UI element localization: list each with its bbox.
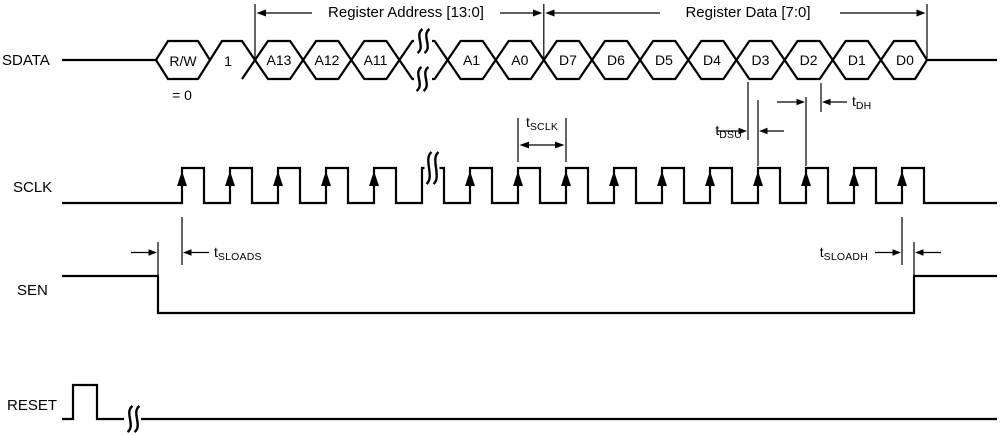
tdh-timing-label: tDH <box>852 93 871 112</box>
arrowhead-left-icon <box>519 141 529 149</box>
annotation-lines <box>131 4 941 277</box>
bus-cell-label-d7: D7 <box>559 52 577 68</box>
sdata-bus-zigzag-a <box>209 39 928 81</box>
rising-edge-arrow-icon <box>273 171 283 186</box>
arrowhead-left-icon <box>759 127 768 135</box>
sdata-bus-zigzag-b <box>241 39 928 81</box>
rising-edge-arrow-icon <box>897 171 907 186</box>
tsloads-measure-lines <box>131 217 209 277</box>
sclk-signal-label: SCLK <box>13 179 53 196</box>
sclk-waveform <box>62 166 997 205</box>
bus-cell-label-a11: A11 <box>363 52 388 68</box>
tdsu-timing-label: tDSU <box>690 122 742 141</box>
sen-signal-label: SEN <box>17 282 48 299</box>
rising-edge-arrow-icon <box>609 171 619 186</box>
bus-cell-label-d4: D4 <box>703 52 721 68</box>
break-gap <box>414 71 432 86</box>
bus-cell-label-a0: A0 <box>511 52 529 68</box>
rising-edge-arrow-icon <box>561 171 571 186</box>
arrowhead-left-icon <box>822 98 831 106</box>
tsloadh-subscript: SLOADH <box>823 251 868 263</box>
tsloads-base: t <box>214 244 218 260</box>
register-address-span-label: Register Address [13:0] <box>328 4 484 21</box>
rising-edge-arrow-icon <box>801 171 811 186</box>
tsclk-base: t <box>525 114 530 130</box>
rising-edge-arrow-icon <box>321 171 331 186</box>
sen-waveform <box>62 274 997 315</box>
rising-edge-arrow-icon <box>849 171 859 186</box>
bus-cell-label-a12: A12 <box>314 52 340 68</box>
break-markers <box>126 28 440 433</box>
sdata-break-squiggle-icon <box>423 28 431 54</box>
rw-bit-label: R/W <box>169 52 197 69</box>
bus-cell-label-a13: A13 <box>266 52 292 68</box>
bus-cell-label-d6: D6 <box>607 52 625 68</box>
bus-cell-label-d2: D2 <box>799 52 818 68</box>
sclk-break-squiggle-icon <box>425 151 433 185</box>
arrowhead-right-icon <box>916 9 926 17</box>
rising-edge-arrow-icon <box>657 171 667 186</box>
reset-signal-label: RESET <box>7 397 58 414</box>
sen-line <box>62 274 997 315</box>
arrowhead-left-icon <box>256 9 266 17</box>
tsclk-subscript: SCLK <box>529 121 559 133</box>
tdh-subscript: DH <box>855 100 872 112</box>
tdsu-subscript: DSU <box>719 129 742 141</box>
arrowhead-left-icon <box>183 249 192 256</box>
arrowhead-right-icon <box>892 249 901 256</box>
rising-edge-arrow-icon <box>753 171 763 186</box>
rising-edge-arrow-icon <box>705 171 715 186</box>
tsloads-subscript: SLOADS <box>217 251 262 263</box>
rising-edge-arrow-icon <box>369 171 379 186</box>
tdsu-base: t <box>715 122 720 138</box>
tsloadh-measure-lines <box>875 217 941 277</box>
arrowhead-right-icon <box>738 127 747 135</box>
tsloadh-base: t <box>819 244 824 260</box>
bus-cell-label-d1: D1 <box>847 52 866 68</box>
sdata-waveform <box>62 39 997 81</box>
tdsu-measure-lines <box>717 82 784 166</box>
bus-cell-label-a1: A1 <box>462 52 481 68</box>
sdata-signal-label: SDATA <box>2 52 50 69</box>
sclk-break-squiggle-icon <box>432 151 440 185</box>
tsloadh-timing-label: tSLOADH <box>808 244 868 263</box>
annotation-arrowheads <box>148 9 926 256</box>
sdata-break-squiggle-icon <box>416 28 424 54</box>
rising-edge-arrow-icon <box>465 171 475 186</box>
reset-waveform <box>62 383 997 421</box>
arrowhead-right-icon <box>148 249 157 256</box>
tdh-measure-lines <box>777 83 847 166</box>
rising-edge-arrow-icon <box>225 171 235 186</box>
tdh-base: t <box>852 93 856 109</box>
tsclk-measure-lines <box>517 118 567 162</box>
rising-edge-arrow-icon <box>177 171 187 186</box>
bus-cell-label-d3: D3 <box>751 52 770 68</box>
arrowhead-right-icon <box>555 141 565 149</box>
arrowhead-left-icon <box>915 249 924 256</box>
rising-edge-arrow-icon <box>513 171 523 186</box>
bus-cell-label-d5: D5 <box>655 52 673 68</box>
bus-cell-label-d0: D0 <box>896 52 914 68</box>
tsloads-timing-label: tSLOADS <box>214 244 262 263</box>
tsclk-timing-label: tSCLK <box>512 114 572 133</box>
break-gap <box>414 33 432 48</box>
reset-break-squiggle-icon <box>126 405 134 433</box>
sdata-break-squiggle-icon <box>415 66 423 92</box>
reset-break-squiggle-icon <box>133 405 141 433</box>
bit-one-label: 1 <box>224 52 232 69</box>
register-data-span-label: Register Data [7:0] <box>685 4 811 21</box>
sdata-break-squiggle-icon <box>422 66 430 92</box>
arrowhead-left-icon <box>545 9 555 17</box>
arrowhead-right-icon <box>533 9 543 17</box>
sclk-pulse-train <box>62 166 997 205</box>
reset-line <box>62 383 997 421</box>
rw-value-label: = 0 <box>172 87 192 103</box>
arrowhead-right-icon <box>796 98 805 106</box>
sclk-rising-edge-arrows <box>177 171 907 186</box>
